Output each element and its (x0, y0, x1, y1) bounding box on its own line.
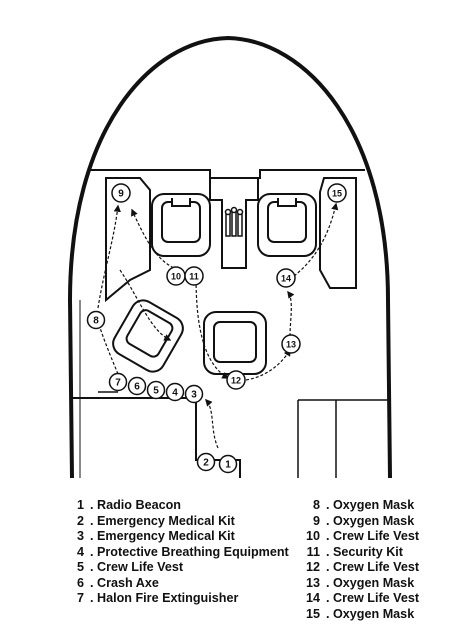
callout-7: 7 (108, 372, 128, 392)
left-side-panel (105, 177, 151, 303)
legend-number: 11 (306, 544, 320, 559)
legend-label: Crew Life Vest (333, 560, 420, 574)
center-pedestal (209, 177, 259, 269)
route-arrow-2 (95, 318, 119, 375)
callout-11-number: 11 (189, 272, 199, 282)
legend-item: 5. Crew Life Vest (66, 560, 289, 576)
callout-8-number: 8 (93, 316, 99, 327)
legend-label: Oxygen Mask (333, 575, 415, 590)
route-arrow-8 (293, 202, 339, 277)
observer-seat-icon (203, 311, 267, 375)
throttle-levers-icon (224, 206, 244, 237)
windshield-line (90, 169, 365, 179)
legend-number: 10 (305, 529, 320, 543)
equipment-legend: 1. Radio Beacon 2. Emergency Medical Kit… (0, 498, 456, 623)
route-arrow-9 (119, 269, 172, 341)
legend-item: 14. Crew Life Vest (296, 591, 419, 607)
legend-number: 15 (305, 606, 320, 621)
legend-number: 3 (76, 529, 84, 543)
callout-14-number: 14 (281, 274, 291, 284)
callout-6-number: 6 (134, 382, 140, 393)
fuselage-outline (67, 35, 392, 479)
callout-14: 14 (276, 268, 296, 288)
legend-item: 12. Crew Life Vest (296, 560, 419, 576)
legend-item: 6. Crash Axe (66, 576, 289, 592)
callout-5-number: 5 (153, 386, 159, 397)
legend-label: Emergency Medical Kit (97, 513, 235, 528)
callout-10: 10 (166, 266, 186, 286)
callout-15-number: 15 (332, 189, 342, 199)
legend-number: 13 (305, 575, 320, 590)
legend-column-left: 1. Radio Beacon 2. Emergency Medical Kit… (66, 498, 289, 607)
jump-seat-left-icon (112, 299, 184, 373)
legend-item: 13. Oxygen Mask (296, 576, 419, 592)
callout-1-number: 1 (225, 460, 231, 471)
legend-number: 8 (312, 498, 320, 512)
legend-label: Crew Life Vest (97, 560, 184, 574)
legend-item: 8. Oxygen Mask (296, 498, 419, 514)
callout-4: 4 (165, 382, 185, 402)
callout-4-number: 4 (172, 388, 178, 399)
door-panel (297, 399, 388, 478)
legend-label: Crash Axe (97, 575, 159, 590)
legend-label: Oxygen Mask (333, 513, 415, 528)
callout-12: 12 (226, 370, 246, 390)
legend-item: 15. Oxygen Mask (296, 607, 419, 623)
cockpit-diagram: 1 2 3 4 5 6 7 8 9 10 11 12 (67, 35, 392, 479)
legend-label: Oxygen Mask (333, 606, 415, 621)
callout-9: 9 (111, 183, 131, 203)
legend-item: 9. Oxygen Mask (296, 514, 419, 530)
callout-3-number: 3 (191, 390, 197, 401)
callout-2: 2 (196, 452, 216, 472)
legend-number: 5 (76, 560, 84, 574)
legend-label: Security Kit (333, 544, 403, 559)
route-arrow-1 (205, 398, 219, 449)
legend-column-right: 8. Oxygen Mask 9. Oxygen Mask 10. Crew L… (296, 498, 419, 622)
callout-11: 11 (184, 266, 204, 286)
legend-item: 10. Crew Life Vest (296, 529, 419, 545)
legend-label: Emergency Medical Kit (97, 529, 235, 543)
legend-number: 9 (312, 513, 320, 528)
callout-9-number: 9 (118, 189, 124, 200)
route-arrow-3 (97, 204, 121, 309)
callout-6: 6 (127, 376, 147, 396)
legend-number: 1 (76, 498, 84, 512)
callout-8: 8 (86, 310, 106, 330)
callout-10-number: 10 (171, 272, 181, 282)
callout-2-number: 2 (203, 458, 209, 469)
legend-number: 7 (76, 591, 84, 605)
callout-1: 1 (218, 454, 238, 474)
legend-label: Protective Breathing Equipment (97, 544, 289, 559)
callout-12-number: 12 (231, 376, 241, 386)
callout-13: 13 (281, 334, 301, 354)
callout-7-number: 7 (115, 378, 121, 389)
legend-item: 11. Security Kit (296, 545, 419, 561)
legend-item: 7. Halon Fire Extinguisher (66, 591, 289, 607)
legend-item: 4. Protective Breathing Equipment (66, 545, 289, 561)
legend-label: Halon Fire Extinguisher (97, 591, 239, 605)
legend-number: 2 (76, 513, 84, 528)
legend-number: 14 (305, 591, 320, 605)
legend-label: Oxygen Mask (333, 498, 415, 512)
legend-label: Crew Life Vest (333, 591, 420, 605)
legend-label: Radio Beacon (97, 498, 181, 512)
legend-number: 4 (76, 544, 84, 559)
legend-item: 3. Emergency Medical Kit (66, 529, 289, 545)
legend-label: Crew Life Vest (333, 529, 420, 543)
right-side-panel (319, 177, 357, 289)
first-officer-seat-icon (257, 193, 317, 257)
callout-5: 5 (146, 380, 166, 400)
legend-item: 2. Emergency Medical Kit (66, 514, 289, 530)
legend-number: 6 (76, 575, 84, 590)
route-arrow-7 (287, 290, 295, 337)
callout-15: 15 (327, 183, 347, 203)
callout-3: 3 (184, 384, 204, 404)
legend-number: 12 (305, 560, 320, 574)
legend-item: 1. Radio Beacon (66, 498, 289, 514)
captain-seat-icon (151, 193, 211, 257)
callout-13-number: 13 (286, 340, 296, 350)
